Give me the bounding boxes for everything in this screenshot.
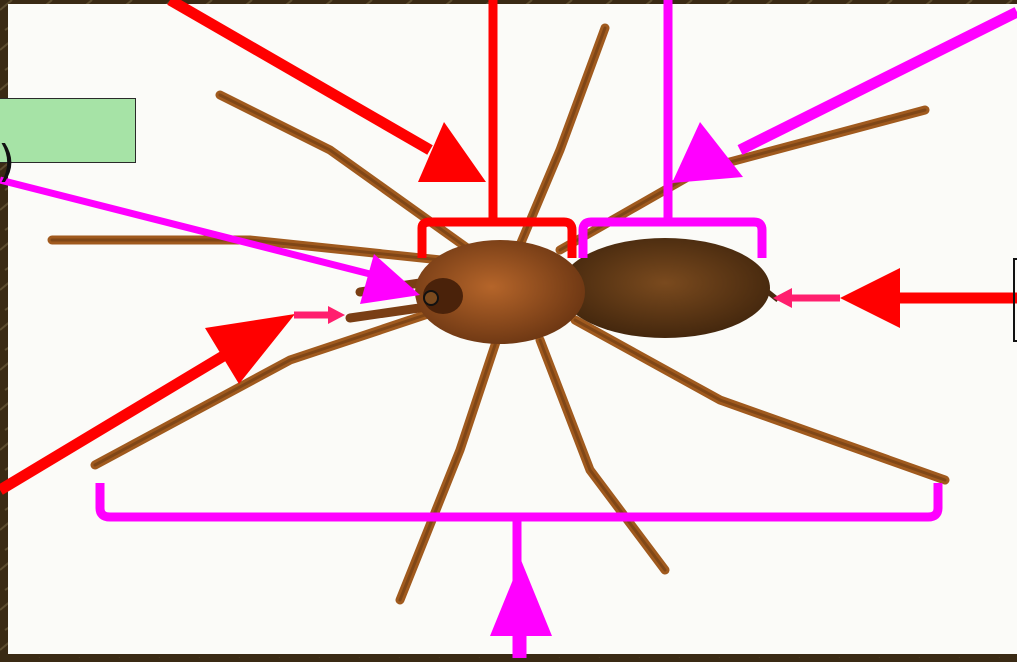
label-paren: ) (0, 140, 15, 184)
label-box-left (0, 98, 136, 163)
label-box-right-edge (1013, 258, 1017, 342)
eye-marker (424, 291, 438, 305)
abdomen (560, 238, 770, 338)
